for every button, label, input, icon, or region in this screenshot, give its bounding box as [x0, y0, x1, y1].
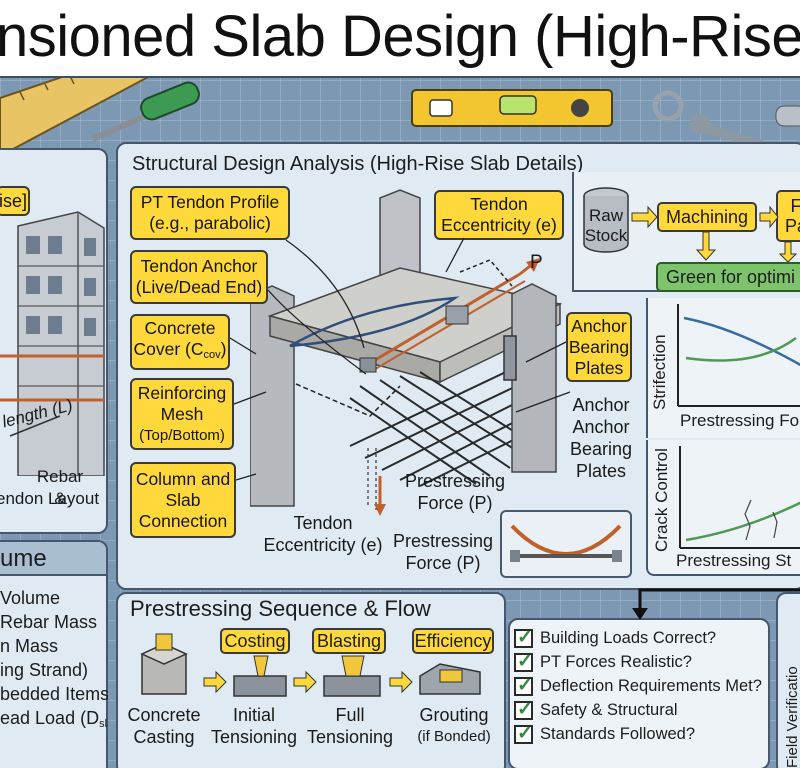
pt-tendon-profile-label: PT Tendon Profile(e.g., parabolic) — [130, 186, 290, 240]
step-grouting: Grouting(if Bonded) — [417, 705, 491, 745]
tendon-layout-label: endon Layout — [0, 489, 100, 508]
tools-strip — [0, 78, 800, 148]
ring-icon — [652, 90, 684, 122]
chart2-svg — [679, 446, 800, 549]
checkbox-icon[interactable] — [514, 674, 533, 697]
checklist-panel — [508, 618, 770, 768]
checklist-item-continued: Standards Followed? — [514, 722, 770, 746]
field-verification-label: Field Verificatio — [784, 666, 800, 768]
tendon-straight — [364, 272, 521, 368]
chart1-area — [646, 298, 800, 438]
step-tag-efficiency: Efficiency — [412, 628, 494, 654]
screwdriver-icon — [92, 81, 200, 141]
spirit-level-icon — [411, 89, 613, 127]
anchor-block-mid — [445, 305, 469, 325]
concrete-block-icon — [140, 633, 188, 695]
chart1-curve-green — [685, 336, 797, 362]
concrete-cover-label: Concrete Cover (Ccov) — [130, 314, 230, 370]
wrench-icon — [690, 114, 765, 148]
chart2-xlabel: Prestressing St — [676, 551, 792, 570]
chart1-ylabel: Strifection — [650, 334, 669, 410]
checkbox-icon[interactable] — [514, 650, 533, 673]
arrow-icon — [203, 670, 227, 694]
chart2-crack — [744, 499, 752, 541]
page-title: nsioned Slab Design (High-Rise St — [0, 4, 800, 69]
chart2-crack — [772, 511, 778, 539]
force-p-label: P — [530, 252, 543, 273]
volume-heading: ume — [0, 545, 47, 572]
tendon-straight-2 — [371, 280, 526, 372]
checklist-item[interactable]: Deflection Requirements Met? — [514, 674, 770, 698]
analysis-heading: Structural Design Analysis (High-Rise Sl… — [132, 153, 584, 175]
anchor-block-low — [359, 357, 377, 373]
grouting-icon — [419, 663, 481, 695]
chart2-area — [646, 440, 800, 576]
connector-arrow — [632, 588, 800, 620]
checklist-item[interactable]: Safety & Structural — [514, 698, 770, 722]
anchor-bearing-plate — [503, 335, 517, 381]
volume-panel — [0, 540, 108, 768]
left-tag: ise] — [0, 186, 30, 216]
volume-item: ing Strand) — [0, 660, 89, 680]
arrow-icon — [293, 670, 317, 694]
sequence-heading: Prestressing Sequence & Flow — [130, 596, 431, 621]
building-illustration — [0, 211, 105, 476]
step-tag-costing: Costing — [220, 628, 290, 654]
field-verification-panel — [776, 592, 800, 768]
green-optimize-box: Green for optimi — [656, 262, 800, 292]
checklist-item[interactable]: Building Loads Correct? — [514, 626, 770, 650]
chart2-ylabel: Crack Control — [652, 448, 671, 552]
column-back — [379, 189, 421, 287]
step-tag-blasting: Blasting — [312, 628, 386, 654]
tendon-detail-drawing — [510, 524, 622, 562]
checkbox-icon[interactable] — [514, 626, 533, 649]
checkbox-icon[interactable] — [514, 722, 533, 745]
volume-item: Volume — [0, 588, 61, 608]
rebar-label: Rebar & — [36, 467, 84, 508]
machining-box: Machining — [657, 202, 757, 232]
volume-item: bedded Items — [0, 684, 108, 704]
checkbox-icon[interactable] — [514, 698, 533, 721]
tensioning-tray-icon — [233, 655, 287, 697]
chart1-svg — [677, 304, 800, 407]
bolt-icon — [775, 105, 800, 127]
volume-header-bar — [0, 542, 106, 576]
chart2-curve — [685, 501, 800, 542]
chart1-xlabel: Prestressing Fo — [680, 411, 800, 430]
full-tensioning-icon — [323, 655, 381, 697]
ruler-icon — [0, 78, 149, 148]
dead-load-item: ead Load (Dslab) — [0, 708, 108, 730]
checklist: Building Loads Correct? PT Forces Realis… — [514, 626, 770, 746]
volume-list: Volume Rebar Mass n Mass ing Strand) bed… — [0, 586, 108, 736]
volume-item: n Mass — [0, 636, 59, 656]
arrow-icon — [389, 670, 413, 694]
sequence-icons — [140, 633, 481, 697]
tendon-detail-box — [500, 510, 632, 578]
title-bar: nsioned Slab Design (High-Rise St — [0, 0, 800, 78]
chart1-curve-blue — [683, 316, 800, 367]
checklist-item[interactable]: PT Forces Realistic? — [514, 650, 770, 674]
column-right — [511, 283, 557, 473]
raw-stock-cylinder — [583, 187, 629, 253]
tendon-anchor-label: Tendon Anchor(Live/Dead End) — [130, 250, 268, 304]
process-arrows — [631, 205, 798, 263]
volume-item: Rebar Mass — [0, 612, 98, 632]
